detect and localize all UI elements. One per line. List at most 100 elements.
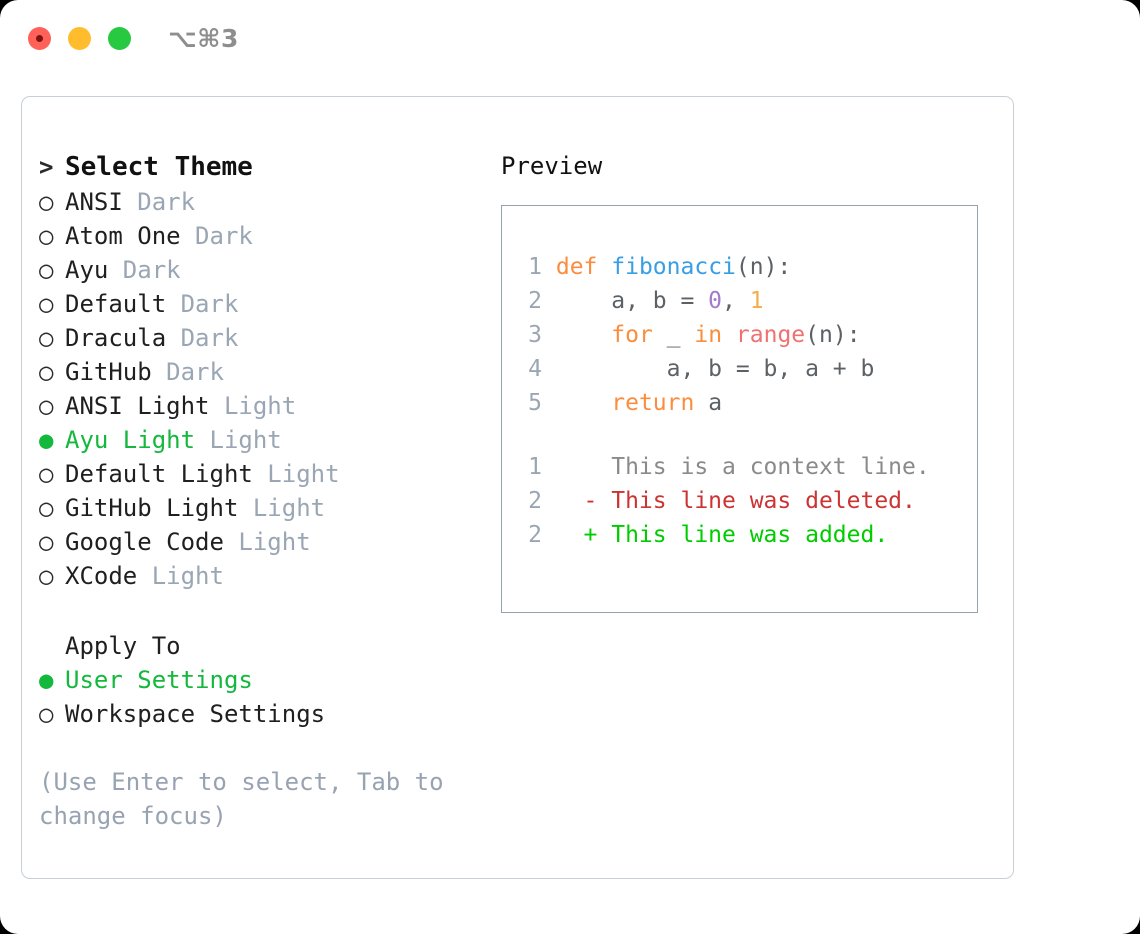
theme-list-item[interactable]: ○Ayu Dark — [39, 253, 489, 287]
line-number: 1 — [528, 254, 542, 280]
code-line: 1 def fibonacci(n): — [516, 250, 977, 284]
code-token: for — [611, 322, 653, 348]
line-number: 5 — [528, 390, 542, 416]
apply-to-heading: Apply To — [39, 629, 489, 663]
theme-list-item[interactable]: ○ GitHub Light Light — [39, 491, 489, 525]
theme-name-label: Ayu — [65, 256, 109, 284]
theme-variant-label: Light — [238, 494, 326, 522]
code-line: 3 for _ in range(n): — [516, 318, 977, 352]
select-theme-heading-label: Select Theme — [65, 152, 253, 182]
theme-name-label: ANSI — [65, 188, 123, 216]
apply-to-heading-label: Apply To — [65, 632, 181, 660]
apply-to-heading-indent — [39, 629, 65, 663]
theme-name-label: Ayu Light — [65, 426, 196, 454]
radio-unselected-icon: ○ — [39, 460, 54, 488]
theme-list-item[interactable]: ○ ANSI Light Light — [39, 389, 489, 423]
theme-variant-label: Light — [195, 426, 282, 454]
diff-line: 2 + This line was added. — [516, 518, 977, 552]
theme-name-label: Dracula — [65, 324, 167, 352]
radio-unselected-icon: ○ — [39, 392, 54, 420]
theme-name-label: Atom One — [65, 222, 181, 250]
radio-unselected-icon: ○ — [39, 222, 54, 250]
radio-unselected-icon: ○ — [39, 290, 54, 318]
theme-name-label: ANSI Light — [65, 392, 210, 420]
apply-to-label: User Settings — [65, 666, 253, 694]
code-token: a — [694, 390, 723, 416]
code-token: , — [722, 288, 750, 314]
radio-unselected-icon: ○ — [39, 700, 54, 728]
line-number: 2 — [528, 488, 542, 514]
theme-list-item[interactable]: ○ Default Dark — [39, 287, 489, 321]
theme-variant-label: Light — [209, 392, 297, 420]
code-line: 2 a, b = 0, 1 — [516, 284, 977, 318]
theme-variant-label: Dark — [108, 256, 181, 284]
code-token: in — [694, 322, 723, 348]
theme-name-label: Default Light — [65, 460, 253, 488]
code-token — [542, 254, 556, 280]
preview-title: Preview — [501, 152, 603, 180]
diff-sample: 1 This is a context line.2 - This line w… — [516, 450, 977, 552]
code-token: return — [611, 390, 695, 416]
radio-selected-icon: ● — [39, 666, 54, 694]
minimize-button[interactable] — [68, 27, 91, 50]
radio-unselected-icon: ○ — [39, 188, 54, 216]
code-token: This is a context line. — [542, 454, 930, 480]
theme-variant-label: Dark — [166, 324, 239, 352]
radio-selected-icon: ● — [39, 426, 54, 454]
diff-line: 1 This is a context line. — [516, 450, 977, 484]
code-token: - This line was deleted. — [542, 488, 916, 514]
radio-unselected-icon: ○ — [39, 494, 54, 522]
theme-list-item[interactable]: ○ ANSI Dark — [39, 185, 489, 219]
code-token: fibonacci — [611, 254, 736, 280]
code-token — [542, 390, 611, 416]
code-token: + This line was added. — [542, 522, 889, 548]
radio-unselected-icon: ○ — [39, 324, 54, 352]
radio-unselected-icon: ○ — [39, 358, 54, 386]
maximize-button[interactable] — [108, 27, 131, 50]
code-token — [722, 322, 736, 348]
theme-list-item[interactable]: ○ Dracula Dark — [39, 321, 489, 355]
select-theme-heading: > Select Theme — [39, 149, 489, 185]
theme-variant-label: Dark — [166, 290, 239, 318]
radio-unselected-icon: ○ — [39, 562, 54, 590]
radio-unselected-icon: ○ — [39, 528, 54, 556]
theme-list-item[interactable]: ○Google Code Light — [39, 525, 489, 559]
theme-list-item[interactable]: ○Atom One Dark — [39, 219, 489, 253]
code-token: (n): — [735, 254, 792, 280]
apply-to-list: ● User Settings ○ Workspace Settings — [39, 663, 489, 731]
apply-to-item[interactable]: ● User Settings — [39, 663, 489, 697]
theme-list-item[interactable]: ○ GitHub Dark — [39, 355, 489, 389]
code-token — [542, 322, 611, 348]
theme-variant-label: Dark — [151, 358, 224, 386]
theme-list-item[interactable]: ● Ayu Light Light — [39, 423, 489, 457]
code-line: 4 a, b = b, a + b — [516, 352, 977, 386]
theme-variant-label: Light — [223, 528, 311, 556]
diff-line: 2 - This line was deleted. — [516, 484, 977, 518]
theme-name-label: GitHub — [65, 358, 152, 386]
theme-variant-label: Light — [137, 562, 224, 590]
theme-variant-label: Dark — [122, 188, 196, 216]
theme-selector-column: > Select Theme ○ANSI Dark○Atom One Dark○… — [39, 149, 489, 833]
title-bar: ⌥⌘3 — [0, 0, 1140, 76]
line-number: 2 — [528, 288, 542, 314]
apply-to-label: Workspace Settings — [65, 700, 326, 728]
keyboard-hint-text: (Use Enter to select, Tab to change focu… — [39, 768, 459, 830]
keyboard-shortcut-label: ⌥⌘3 — [168, 24, 239, 53]
code-token: def — [555, 254, 598, 280]
code-token: 0 — [708, 288, 723, 314]
code-token: (n): — [805, 322, 861, 348]
close-button[interactable] — [28, 27, 51, 50]
theme-list-item[interactable]: ○Default Light Light — [39, 457, 489, 491]
theme-name-label: XCode — [65, 562, 138, 590]
theme-list-item[interactable]: ○ XCode Light — [39, 559, 489, 593]
theme-name-label: Default — [65, 290, 167, 318]
prompt-caret-icon: > — [39, 153, 54, 181]
code-token — [597, 254, 611, 280]
line-number: 4 — [528, 356, 542, 382]
theme-name-label: GitHub Light — [65, 494, 239, 522]
preview-column: Preview 1 def fibonacci(n):2 a, b = 0, 1… — [501, 149, 1001, 613]
apply-to-item[interactable]: ○ Workspace Settings — [39, 697, 489, 731]
